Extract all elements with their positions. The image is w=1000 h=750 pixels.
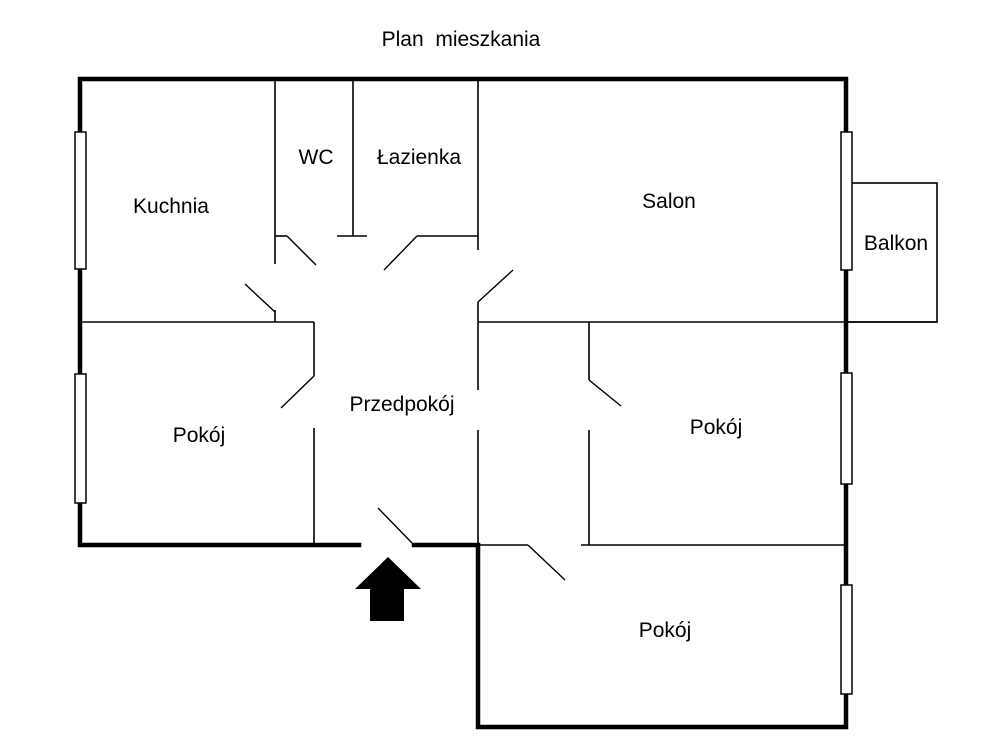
room-label-kitchen: Kuchnia [133, 195, 209, 218]
doors [244, 235, 622, 581]
door-wc [286, 235, 317, 266]
door-kitchen [244, 283, 276, 313]
windows [74, 131, 853, 695]
window-salon [840, 131, 853, 271]
window-room-left [74, 373, 87, 504]
page-title: Plan mieszkania [381, 28, 541, 51]
door-room-bottom [527, 544, 566, 581]
door-salon [477, 269, 514, 303]
window-kitchen [74, 131, 87, 270]
room-label-balcony: Balkon [863, 232, 929, 255]
room-label-hallway: Przedpokój [349, 393, 455, 416]
entrance-arrow-icon [355, 557, 421, 621]
outer-walls [77, 76, 849, 730]
room-label-room-left: Pokój [172, 424, 226, 447]
interior-walls [80, 79, 937, 546]
room-label-room-bottom: Pokój [638, 619, 692, 642]
door-entrance [377, 507, 415, 546]
door-room-left [280, 375, 315, 409]
window-room-bottom [840, 584, 853, 695]
room-label-wc: WC [298, 146, 334, 169]
door-bathroom [383, 235, 418, 271]
room-label-bathroom: Łazienka [376, 146, 462, 169]
door-room-right [588, 379, 622, 407]
room-label-salon: Salon [642, 190, 696, 213]
window-room-right [840, 372, 853, 485]
room-label-room-right: Pokój [689, 416, 743, 439]
